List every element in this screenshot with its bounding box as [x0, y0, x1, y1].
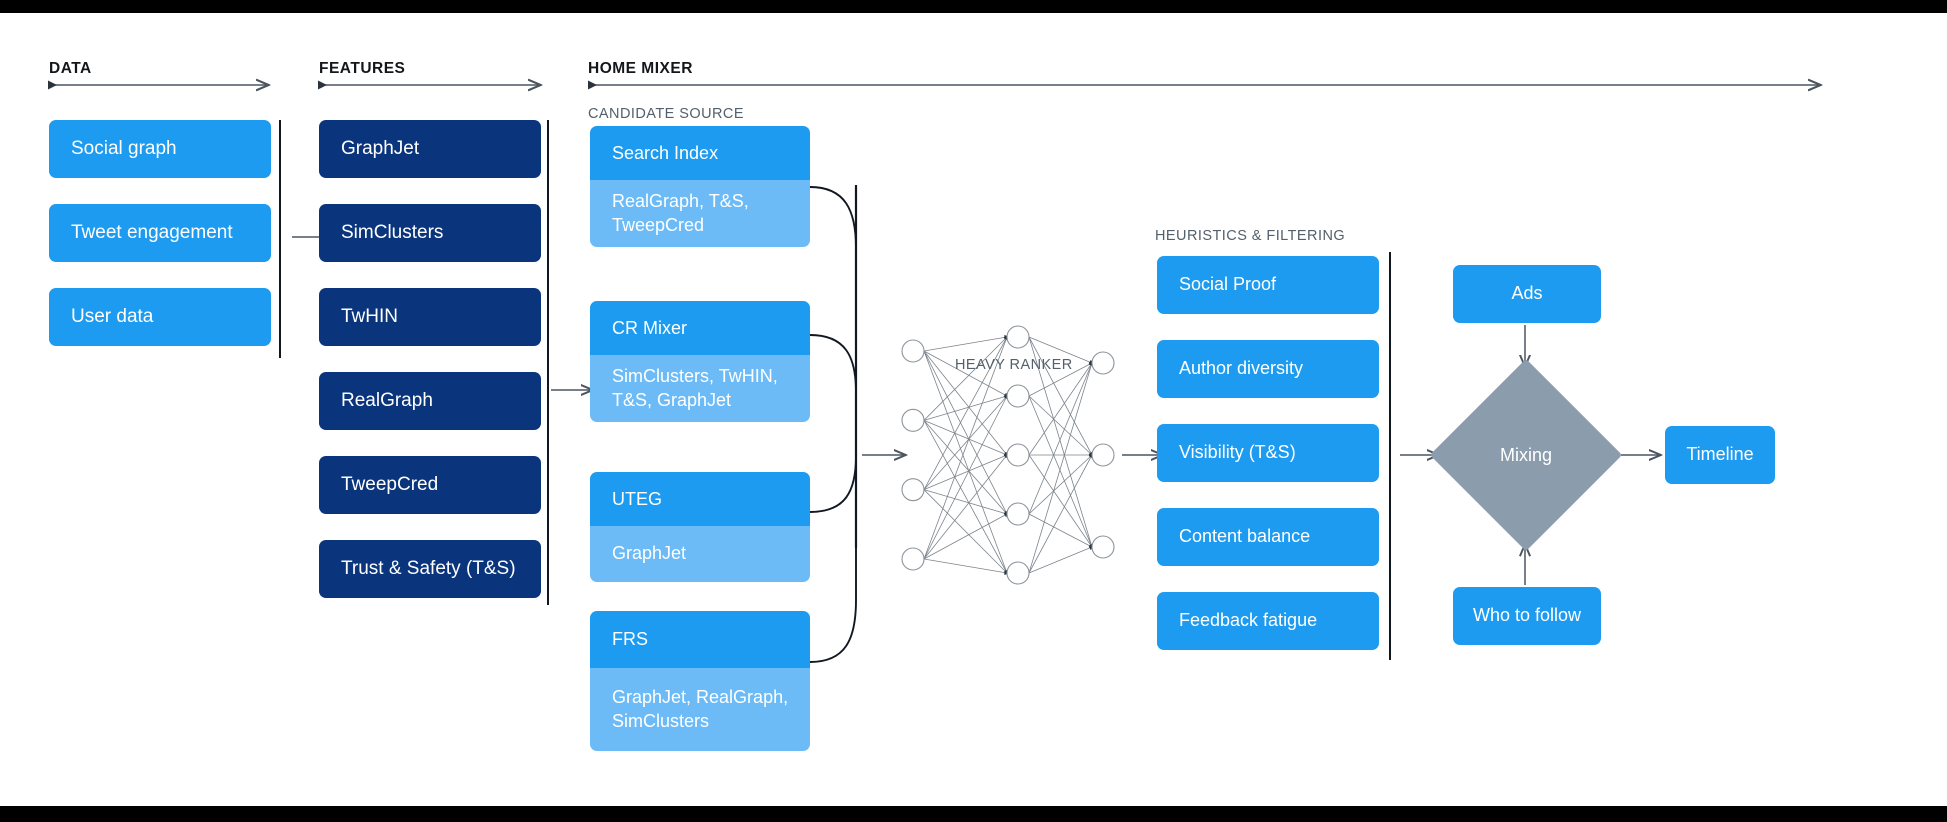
features-axis-arrow — [318, 81, 540, 90]
feature-card-3[interactable]: RealGraph — [319, 372, 541, 430]
mixing-label: Mixing — [1499, 444, 1552, 465]
data-card-1-label: Tweet engagement — [71, 221, 233, 243]
candidate-source-card-0-features: RealGraph, T&S, TweepCred — [590, 180, 810, 247]
subsection-title-heavy-ranker: HEAVY RANKER — [955, 357, 1073, 373]
nn-node-l0-1 — [901, 408, 925, 432]
heuristic-card-0[interactable]: Social Proof — [1157, 256, 1379, 314]
feature-card-4[interactable]: TweepCred — [319, 456, 541, 514]
top-letterbox-bar — [0, 0, 1947, 13]
candidate-source-brace — [809, 185, 858, 663]
data-column-rule — [279, 120, 281, 358]
data-card-1[interactable]: Tweet engagement — [49, 204, 271, 262]
nn-node-l0-3 — [901, 547, 925, 571]
heuristics-column-rule — [1389, 252, 1391, 660]
feature-card-5-label: Trust & Safety (T&S) — [341, 557, 516, 579]
who-to-follow-card[interactable]: Who to follow — [1453, 587, 1601, 645]
feature-card-0-label: GraphJet — [341, 137, 420, 159]
subsection-title-heuristics: HEURISTICS & FILTERING — [1155, 228, 1346, 244]
nn-node-l1-0 — [1006, 325, 1030, 349]
timeline-card[interactable]: Timeline — [1665, 426, 1775, 484]
ads-card[interactable]: Ads — [1453, 265, 1601, 323]
feature-card-1-label: SimClusters — [341, 221, 444, 243]
heuristic-card-2[interactable]: Visibility (T&S) — [1157, 424, 1379, 482]
ads-card-label: Ads — [1511, 283, 1543, 304]
candidate-source-card-3-features: GraphJet, RealGraph, SimClusters — [590, 668, 810, 751]
heuristic-card-4-label: Feedback fatigue — [1179, 610, 1318, 631]
candidate-source-card-0[interactable]: Search Index RealGraph, T&S, TweepCred — [590, 126, 810, 247]
who-to-follow-card-label: Who to follow — [1472, 605, 1582, 626]
subsection-title-candidate-source: CANDIDATE SOURCE — [588, 106, 744, 122]
feature-card-2-label: TwHIN — [341, 305, 398, 327]
data-card-2-label: User data — [71, 305, 154, 327]
candidate-source-card-2-name: UTEG — [590, 472, 810, 526]
nn-node-l1-2 — [1006, 443, 1030, 467]
candidate-source-card-1-name: CR Mixer — [590, 301, 810, 355]
heuristic-card-0-label: Social Proof — [1179, 274, 1277, 295]
nn-node-l1-1 — [1006, 384, 1030, 408]
nn-node-l1-3 — [1006, 502, 1030, 526]
home-mixer-axis-arrow — [588, 81, 1820, 90]
candidate-source-card-3[interactable]: FRS GraphJet, RealGraph, SimClusters — [590, 611, 810, 751]
data-card-0-label: Social graph — [71, 137, 177, 159]
feature-card-0[interactable]: GraphJet — [319, 120, 541, 178]
nn-node-l0-0 — [901, 339, 925, 363]
candidate-source-card-1-features: SimClusters, TwHIN, T&S, GraphJet — [590, 355, 810, 422]
timeline-card-label: Timeline — [1686, 444, 1754, 465]
data-axis-arrow — [48, 81, 268, 90]
feature-card-4-label: TweepCred — [341, 473, 439, 495]
heuristic-card-3[interactable]: Content balance — [1157, 508, 1379, 566]
candidate-source-card-0-name: Search Index — [590, 126, 810, 180]
heuristic-card-1[interactable]: Author diversity — [1157, 340, 1379, 398]
mixing-node[interactable]: Mixing — [1429, 358, 1623, 552]
feature-card-3-label: RealGraph — [341, 389, 433, 411]
nn-node-l2-2 — [1091, 535, 1115, 559]
feature-card-5[interactable]: Trust & Safety (T&S) — [319, 540, 541, 598]
data-card-0[interactable]: Social graph — [49, 120, 271, 178]
bottom-letterbox-bar — [0, 806, 1947, 822]
features-column-rule — [547, 120, 549, 605]
section-title-home-mixer: HOME MIXER — [588, 60, 693, 77]
nn-node-l2-1 — [1091, 443, 1115, 467]
nn-node-l0-2 — [901, 478, 925, 502]
feature-card-1[interactable]: SimClusters — [319, 204, 541, 262]
heuristic-card-3-label: Content balance — [1179, 526, 1311, 547]
candidate-source-card-3-name: FRS — [590, 611, 810, 668]
nn-node-l2-0 — [1091, 351, 1115, 375]
heuristic-card-4[interactable]: Feedback fatigue — [1157, 592, 1379, 650]
candidate-source-card-2-features: GraphJet — [590, 526, 810, 582]
candidate-source-card-2[interactable]: UTEG GraphJet — [590, 472, 810, 582]
heuristic-card-2-label: Visibility (T&S) — [1179, 442, 1296, 463]
section-title-data: DATA — [49, 60, 92, 77]
heuristic-card-1-label: Author diversity — [1179, 358, 1304, 379]
section-title-features: FEATURES — [319, 60, 406, 77]
data-card-2[interactable]: User data — [49, 288, 271, 346]
feature-card-2[interactable]: TwHIN — [319, 288, 541, 346]
candidate-source-card-1[interactable]: CR Mixer SimClusters, TwHIN, T&S, GraphJ… — [590, 301, 810, 422]
nn-node-l1-4 — [1006, 561, 1030, 585]
